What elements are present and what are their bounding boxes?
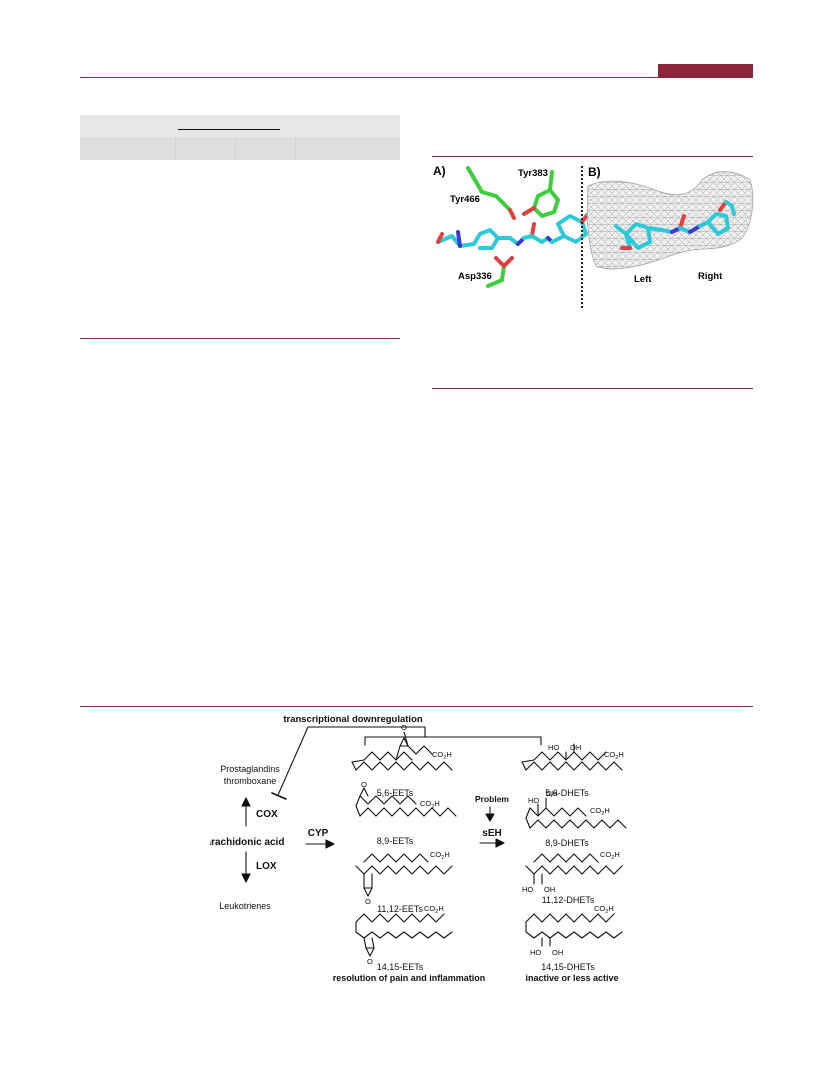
- epoxide-o-label: O: [361, 780, 367, 789]
- figure-bottom-rule: [432, 388, 753, 389]
- left-column-rule: [80, 338, 400, 339]
- residue-label: Tyr383: [518, 168, 548, 179]
- inhibition-bar: [271, 792, 287, 800]
- hydroxyl-label: OH: [570, 743, 581, 752]
- table-divider: [175, 137, 176, 160]
- figure-top-rule: [432, 156, 753, 157]
- epoxide-o-label: O: [401, 723, 407, 732]
- eet-name: 8,9-EETs: [377, 836, 414, 846]
- dhet-name: 8,9-DHETs: [545, 838, 589, 848]
- dhet-caption: inactive or less active: [525, 973, 618, 983]
- panel-a-label: A): [433, 164, 446, 178]
- downregulation-line: [277, 726, 426, 796]
- ligand-in-pocket-sticks: [614, 200, 736, 250]
- epoxide-o-label: O: [365, 897, 371, 906]
- residue-tyr383-sticks: [522, 170, 561, 219]
- eet-caption: resolution of pain and inflammation: [333, 973, 486, 983]
- dhet-name: 5,6-DHETs: [545, 788, 589, 798]
- panel-a: A) Tyr466 Tyr383 Asp336: [433, 164, 606, 288]
- co2h-label: CO2H: [604, 750, 624, 761]
- residue-tyr466-sticks: [466, 166, 516, 220]
- co2h-label: CO2H: [430, 850, 450, 861]
- leukotrienes-label: Leukotrienes: [219, 901, 271, 911]
- table-divider: [235, 137, 236, 160]
- structure-14-15-dhet: [525, 913, 623, 947]
- arachidonic-acid-scheme: transcriptional downregulation Prostagla…: [210, 714, 627, 983]
- docking-figure: A) Tyr466 Tyr383 Asp336: [433, 164, 754, 308]
- transcriptional-label: transcriptional downregulation: [283, 714, 423, 725]
- hydroxyl-label: OH: [546, 789, 557, 798]
- structure-5-6-eet: [351, 731, 453, 771]
- eet-name: 5,6-EETs: [377, 788, 414, 798]
- scheme-top-rule: [80, 706, 753, 707]
- prostaglandins-label: Prostaglandins: [220, 764, 280, 774]
- structure-14-15-eet: [355, 913, 453, 957]
- co2h-label: CO2H: [600, 850, 620, 861]
- residue-label: Asp336: [458, 271, 492, 282]
- structure-8-9-dhet: [525, 797, 627, 829]
- hydroxyl-label: OH: [544, 885, 555, 894]
- journal-header-bar: [658, 64, 753, 78]
- epoxide-o-label: O: [367, 957, 373, 966]
- header-rule: [80, 77, 753, 78]
- co2h-label: CO2H: [594, 904, 614, 915]
- panel-b-label: B): [588, 165, 601, 179]
- co2h-label: CO2H: [590, 806, 610, 817]
- co2h-label: CO2H: [432, 750, 452, 761]
- hydroxyl-label: HO: [528, 796, 539, 805]
- co2h-label: CO2H: [424, 904, 444, 915]
- residue-asp336-sticks: [486, 256, 514, 288]
- pocket-right-label: Right: [698, 271, 723, 282]
- thromboxane-label: thromboxane: [224, 776, 277, 786]
- co2h-label: CO2H: [420, 799, 440, 810]
- structure-11-12-eet: [355, 853, 453, 897]
- eet-name: 14,15-EETs: [377, 962, 424, 972]
- cox-label: COX: [256, 809, 278, 820]
- hydroxyl-label: HO: [530, 948, 541, 957]
- structure-5-6-dhet: [521, 743, 623, 771]
- seh-label: sEH: [482, 828, 501, 839]
- downregulation-bracket: [364, 736, 542, 746]
- arachidonic-acid-label: arachidonic acid: [210, 837, 284, 848]
- hydroxyl-label: OH: [552, 948, 563, 957]
- hydroxyl-label: HO: [548, 743, 559, 752]
- structure-11-12-dhet: [525, 853, 623, 885]
- structure-8-9-eet: [355, 787, 457, 817]
- residue-label: Tyr466: [450, 194, 480, 205]
- cyp-label: CYP: [308, 828, 329, 839]
- pocket-left-label: Left: [634, 274, 652, 285]
- table-header-underline: [178, 129, 280, 130]
- table-row: [80, 137, 400, 160]
- ligand-sticks: [436, 198, 606, 250]
- table-snippet: [80, 115, 400, 160]
- panel-b: B) Left Right: [586, 165, 754, 285]
- dhet-name: 11,12-DHETs: [542, 895, 595, 905]
- table-divider: [295, 137, 296, 160]
- hydroxyl-label: HO: [522, 885, 533, 894]
- lox-label: LOX: [256, 861, 277, 872]
- dhet-name: 14,15-DHETs: [541, 962, 595, 972]
- eet-name: 11,12-EETs: [377, 904, 423, 914]
- problem-label: Problem: [475, 794, 509, 804]
